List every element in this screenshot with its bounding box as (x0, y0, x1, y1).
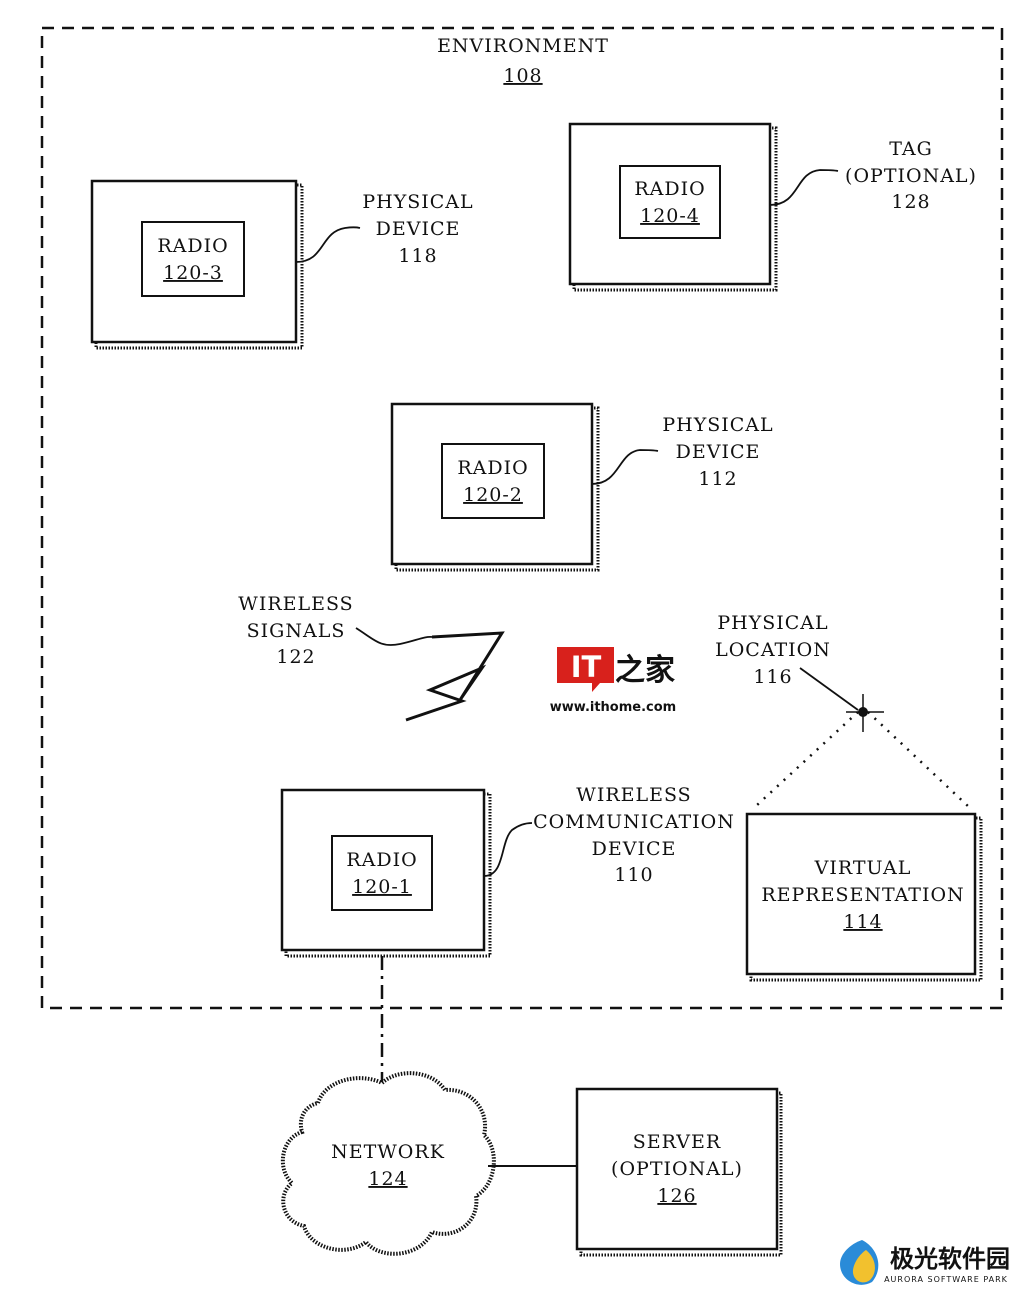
lightning-bolt (405, 631, 505, 722)
virtual-representation-114: VIRTUAL REPRESENTATION 114 (745, 812, 983, 982)
wireless-communication-device-110: RADIO 120-1 (280, 788, 492, 958)
radio-120-3-ref: 120-3 (163, 262, 223, 284)
physical-device-118: RADIO 120-3 (90, 179, 304, 350)
wireless-signals-line1: WIRELESS (238, 593, 353, 615)
physical-device-112-line2: DEVICE (676, 441, 761, 463)
radio-120-2-ref: 120-2 (463, 484, 523, 506)
aurora-name: 极光软件园 (890, 1245, 1010, 1273)
physical-device-118-ref: 118 (398, 245, 437, 267)
radio-120-4-ref: 120-4 (640, 205, 700, 227)
network-cloud-124: NETWORK 124 (281, 1071, 496, 1256)
server-line2: (OPTIONAL) (611, 1158, 743, 1180)
wireless-signals-ref: 122 (276, 646, 315, 668)
physical-device-112: RADIO 120-2 (390, 402, 600, 572)
virtual-rep-line2: REPRESENTATION (761, 884, 964, 906)
physical-location-line2: LOCATION (715, 639, 831, 661)
physical-location-line1: PHYSICAL (717, 612, 828, 634)
leader-110 (483, 822, 533, 877)
wcd-ref: 110 (614, 864, 653, 886)
physical-device-118-line2: DEVICE (376, 218, 461, 240)
radio-120-1-label: RADIO (346, 849, 417, 871)
ithome-watermark: IT 之家 www.ithome.com (550, 647, 676, 715)
radio-120-4-label: RADIO (634, 178, 705, 200)
aurora-logo-icon (840, 1240, 879, 1285)
tag-128: RADIO 120-4 (568, 122, 778, 292)
environment-ref: 108 (503, 65, 542, 87)
radio-120-2-label: RADIO (457, 457, 528, 479)
network-label: NETWORK (331, 1141, 445, 1163)
server-126: SERVER (OPTIONAL) 126 (575, 1087, 783, 1257)
wcd-line3: DEVICE (592, 838, 677, 860)
radio-120-3-label: RADIO (157, 235, 228, 257)
environment-label: ENVIRONMENT (437, 35, 609, 57)
tag-128-ref: 128 (891, 191, 930, 213)
virtual-rep-line1: VIRTUAL (814, 857, 912, 879)
physical-device-112-line1: PHYSICAL (662, 414, 773, 436)
leader-112 (591, 449, 659, 485)
aurora-tagline: AURORA SOFTWARE PARK (884, 1275, 1008, 1284)
ithome-url: www.ithome.com (550, 700, 676, 715)
radio-120-1-ref: 120-1 (352, 876, 412, 898)
leader-116 (799, 667, 859, 711)
wireless-signals-line2: SIGNALS (247, 620, 346, 642)
wcd-line2: COMMUNICATION (533, 811, 735, 833)
physical-device-112-ref: 112 (698, 468, 737, 490)
physical-device-118-line1: PHYSICAL (362, 191, 473, 213)
location-marker (846, 694, 884, 732)
virtual-rep-ref: 114 (843, 911, 882, 933)
ithome-logo-mark (557, 647, 614, 692)
leader-122 (355, 627, 433, 646)
server-line1: SERVER (633, 1131, 721, 1153)
tag-128-line1: TAG (889, 138, 933, 160)
tag-128-line2: (OPTIONAL) (845, 165, 977, 187)
network-ref: 124 (368, 1168, 407, 1190)
aurora-watermark: 极光软件园 AURORA SOFTWARE PARK (840, 1240, 1010, 1285)
environment-boundary (40, 26, 1004, 1010)
leader-118 (295, 226, 361, 263)
physical-location-ref: 116 (753, 666, 792, 688)
wcd-line1: WIRELESS (576, 784, 691, 806)
ithome-logo-text: IT (571, 650, 602, 684)
ithome-logo-cn: 之家 (615, 653, 675, 688)
leader-128 (769, 169, 839, 206)
server-ref: 126 (657, 1185, 696, 1207)
